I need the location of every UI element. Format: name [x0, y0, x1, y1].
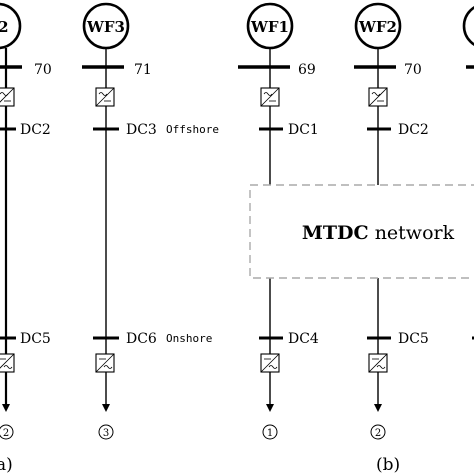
mtdc-network-label-bold: MTDC: [302, 222, 369, 244]
arrow-head: [374, 404, 382, 412]
dc-bus-bottom-label: DC5: [20, 331, 51, 347]
dc-bus-bottom-label: DC6: [126, 331, 157, 347]
mtdc-network-frame: [249, 184, 474, 279]
dc-bus-bottom-note: Onshore: [166, 332, 212, 345]
converter-icon: [95, 87, 115, 107]
dc-bus-top-note: Offshore: [166, 123, 219, 136]
mtdc-network-box: MTDC network: [249, 184, 474, 279]
grid-node-circle: [370, 424, 386, 440]
panel-a-caption: a): [0, 455, 13, 474]
grid-node-circle: [98, 424, 114, 440]
wind-farm-circle: [0, 2, 22, 50]
mtdc-network-label: MTDC network: [302, 222, 455, 244]
converter-icon: [260, 87, 280, 107]
dc-bus-bottom-label: DC4: [288, 331, 319, 347]
wind-farm-circle: [462, 6, 474, 46]
feeder-b1: WF1 69 DC1 DC4 1: [238, 2, 319, 440]
arrow-head: [266, 404, 274, 412]
wind-farm-label: WF2: [358, 18, 397, 36]
grid-node-number: 1: [267, 428, 273, 439]
ac-bus-number: 70: [404, 62, 422, 78]
grid-node-number: 3: [103, 428, 109, 439]
dc-bus-top-label: DC1: [288, 122, 319, 138]
dc-bus-top-label: DC2: [398, 122, 429, 138]
converter-icon: [0, 353, 15, 373]
grid-node-circle: [0, 424, 14, 440]
panel-a: F2 70 DC2 DC5 2: [0, 2, 219, 474]
converter-icon: [0, 87, 15, 107]
converter-icon: [260, 353, 280, 373]
grid-node-number: 2: [3, 428, 9, 439]
wind-farm-label: F2: [0, 18, 9, 36]
feeder-b3: [462, 6, 474, 340]
feeder-b2: WF2 70 DC2 DC5 2: [354, 2, 429, 440]
dc-bus-top-label: DC2: [20, 122, 51, 138]
wind-farm-label: WF3: [86, 18, 125, 36]
arrow-head: [2, 404, 10, 412]
converter-icon: [368, 353, 388, 373]
mtdc-network-label-rest: network: [369, 222, 455, 244]
converter-icon: [368, 87, 388, 107]
ac-bus-number: 71: [134, 62, 152, 78]
panel-b: WF1 69 DC1 DC4 1: [238, 2, 474, 474]
panel-b-caption: (b): [376, 455, 400, 474]
grid-node-number: 2: [375, 428, 381, 439]
converter-icon: [95, 353, 115, 373]
ac-bus-number: 69: [298, 62, 316, 78]
wind-farm-label: WF1: [250, 18, 289, 36]
ac-bus-number: 70: [34, 62, 52, 78]
grid-node-circle: [262, 424, 278, 440]
feeder-a2: WF3 71 DC3 Offshore DC6 Onshore: [82, 2, 219, 440]
dc-bus-bottom-label: DC5: [398, 331, 429, 347]
dc-bus-top-label: DC3: [126, 122, 157, 138]
feeder-a1: F2 70 DC2 DC5 2: [0, 2, 52, 440]
arrow-head: [102, 404, 110, 412]
